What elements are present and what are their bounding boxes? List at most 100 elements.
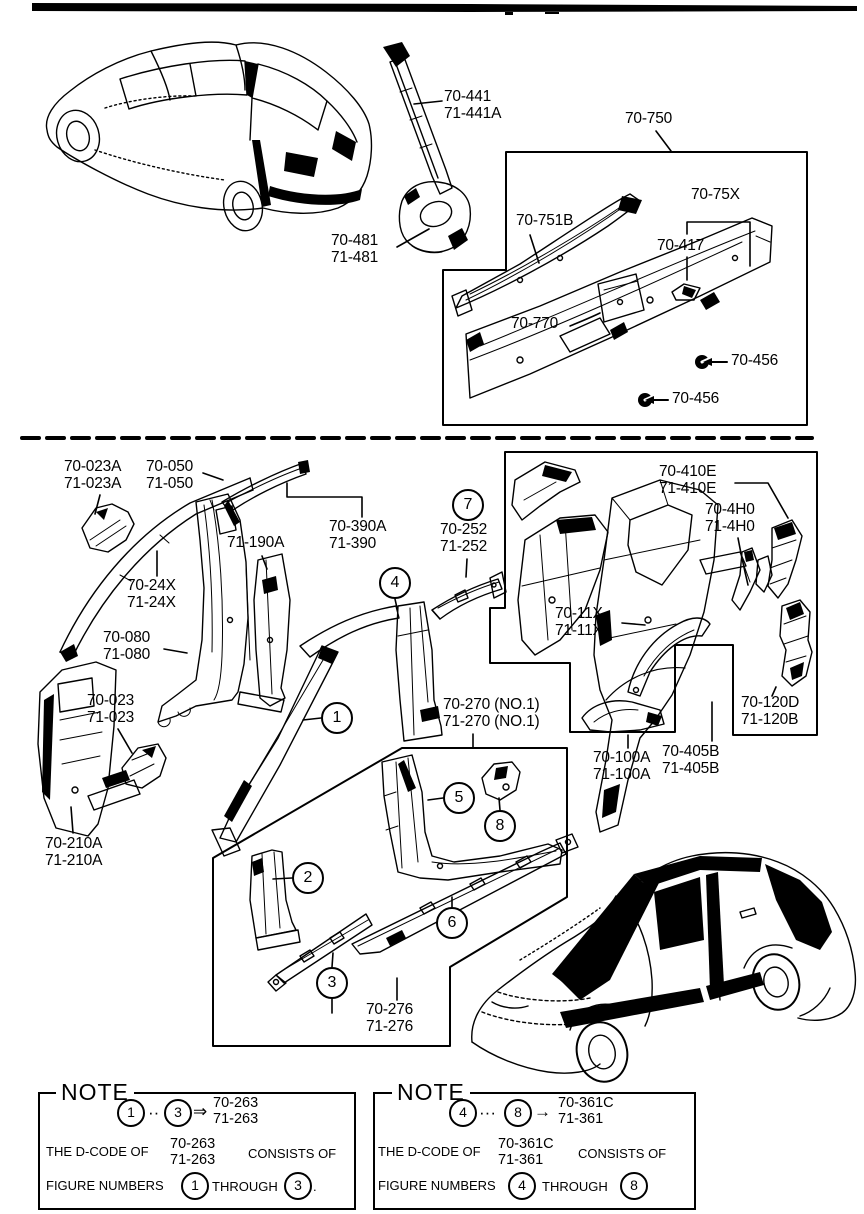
b-pillar-080-sketch	[157, 493, 249, 728]
note-right-code-top: 70-361C 71-361	[558, 1095, 614, 1127]
part-100a-sketch	[581, 700, 665, 733]
rail-050-sketch	[221, 460, 310, 513]
note-left-to-circle-2: 3	[284, 1172, 312, 1200]
note-right-to-circle: 8	[504, 1099, 532, 1127]
callout-3: 3	[316, 967, 348, 999]
callout-2: 2	[292, 862, 324, 894]
callout-6: 6	[436, 907, 468, 939]
label-70-441: 70-441 71-441A	[444, 88, 502, 122]
arch-405b-sketch	[627, 617, 711, 697]
label-70-023a: 70-023A 71-023A	[64, 458, 122, 492]
sill-front-sketch	[267, 913, 373, 992]
note-right-dots: ···	[479, 1103, 496, 1122]
note-left-code-mid: 70-263 71-263	[170, 1136, 216, 1168]
car-rear-sketch	[45, 41, 373, 232]
label-70-750: 70-750	[625, 110, 673, 127]
a-pillar-rail-sketch	[383, 42, 453, 195]
roof-rail-24x-sketch	[59, 477, 254, 662]
label-70-080: 70-080 71-080	[103, 629, 151, 663]
label-70-417: 70-417	[657, 237, 705, 254]
clip-456-lower	[638, 393, 669, 407]
note-left-dots: ··	[148, 1103, 160, 1122]
label-70-276: 70-276 71-276	[366, 1001, 414, 1035]
note-left-line2b: THROUGH	[212, 1179, 278, 1194]
callout-5: 5	[443, 782, 475, 814]
note-right-arrow-icon: →	[534, 1102, 551, 1121]
note-right-line2a: FIGURE NUMBERS	[378, 1178, 496, 1193]
bracket-023a-sketch	[81, 503, 135, 553]
pillar-190a-sketch	[237, 553, 291, 713]
callout-7: 7	[452, 489, 484, 521]
pillar-4-sketch	[299, 601, 443, 742]
note-left-arrow-icon: ⇒	[193, 1102, 208, 1121]
back-panel-upper-sketch	[451, 193, 642, 317]
right-box	[489, 451, 818, 736]
page-edge-bar	[32, 3, 857, 15]
label-70-100a: 70-100A 71-100A	[593, 749, 651, 783]
pillar-1-sketch	[211, 645, 339, 857]
label-70-481: 70-481 71-481	[331, 232, 379, 266]
car-front-sketch	[471, 851, 857, 1083]
note-left-line2a: FIGURE NUMBERS	[46, 1178, 164, 1193]
wheelhouse-brace-sketch	[511, 461, 581, 521]
middle-box	[212, 747, 568, 1047]
label-70-410e: 70-410E 71-410E	[659, 463, 717, 497]
quarter-panel-11x-sketch	[593, 479, 747, 833]
label-70-210a: 70-210A 71-210A	[45, 835, 103, 869]
label-70-390a: 70-390A 71-390	[329, 518, 387, 552]
note-right-title: NOTE	[392, 1080, 470, 1104]
label-70-456-upper: 70-456	[731, 352, 779, 369]
label-70-75x: 70-75X	[691, 186, 740, 203]
note-left-from-circle: 1	[117, 1099, 145, 1127]
label-70-050: 70-050 71-050	[146, 458, 194, 492]
label-70-770: 70-770	[511, 315, 559, 332]
label-70-11x: 70-11X 71-11X	[555, 605, 603, 639]
note-left-code-top: 70-263 71-263	[213, 1095, 259, 1127]
quarter-inner-sketch	[489, 514, 609, 656]
rail-252-sketch	[431, 578, 503, 620]
strip-410e-sketch	[767, 519, 803, 599]
label-70-252: 70-252 71-252	[440, 521, 488, 555]
clip-456-upper	[695, 355, 728, 369]
note-right-code-mid: 70-361C 71-361	[498, 1136, 554, 1168]
label-70-24x: 70-24X 71-24X	[127, 577, 176, 611]
note-right-from-circle: 4	[449, 1099, 477, 1127]
note-right-line1a: THE D-CODE OF	[378, 1144, 481, 1159]
box-750	[442, 151, 808, 426]
callout-1: 1	[321, 702, 353, 734]
note-right-from-circle-2: 4	[508, 1172, 536, 1200]
label-70-751b: 70-751B	[516, 212, 574, 229]
note-left-period: .	[313, 1179, 317, 1194]
label-70-456-lower: 70-456	[672, 390, 720, 407]
bracket-770-sketch	[597, 273, 645, 323]
bracket-023-sketch	[121, 743, 167, 789]
label-70-405b: 70-405B 71-405B	[662, 743, 720, 777]
bracket-8-sketch	[481, 761, 521, 801]
bracket-75x	[686, 221, 751, 267]
note-left-line1a: THE D-CODE OF	[46, 1144, 149, 1159]
part-120d-sketch	[779, 599, 813, 687]
leader-lines	[70, 100, 789, 1014]
note-left-title: NOTE	[56, 1080, 134, 1104]
label-70-4h0: 70-4H0 71-4H0	[705, 501, 755, 535]
note-left-line1b: CONSISTS OF	[248, 1146, 337, 1161]
sill-rear-sketch	[351, 833, 579, 955]
hinge-pillar-210a-sketch	[37, 661, 141, 837]
label-71-190a: 71-190A	[227, 534, 285, 551]
note-right-line1b: CONSISTS OF	[578, 1146, 667, 1161]
pillar-2-sketch	[249, 849, 301, 951]
label-70-120d: 70-120D 71-120B	[741, 694, 800, 728]
cowl-side-sketch	[398, 180, 472, 254]
strips-4h0-sketch	[731, 547, 773, 611]
note-left-to-circle: 3	[164, 1099, 192, 1127]
back-panel-lower-sketch	[465, 217, 773, 399]
callout-4: 4	[379, 567, 411, 599]
pillar-5-sketch	[381, 754, 563, 881]
label-70-023: 70-023 71-023	[87, 692, 135, 726]
note-right-line2b: THROUGH	[542, 1179, 608, 1194]
note-right-to-circle-2: 8	[620, 1172, 648, 1200]
note-left-from-circle-2: 1	[181, 1172, 209, 1200]
callout-8: 8	[484, 810, 516, 842]
